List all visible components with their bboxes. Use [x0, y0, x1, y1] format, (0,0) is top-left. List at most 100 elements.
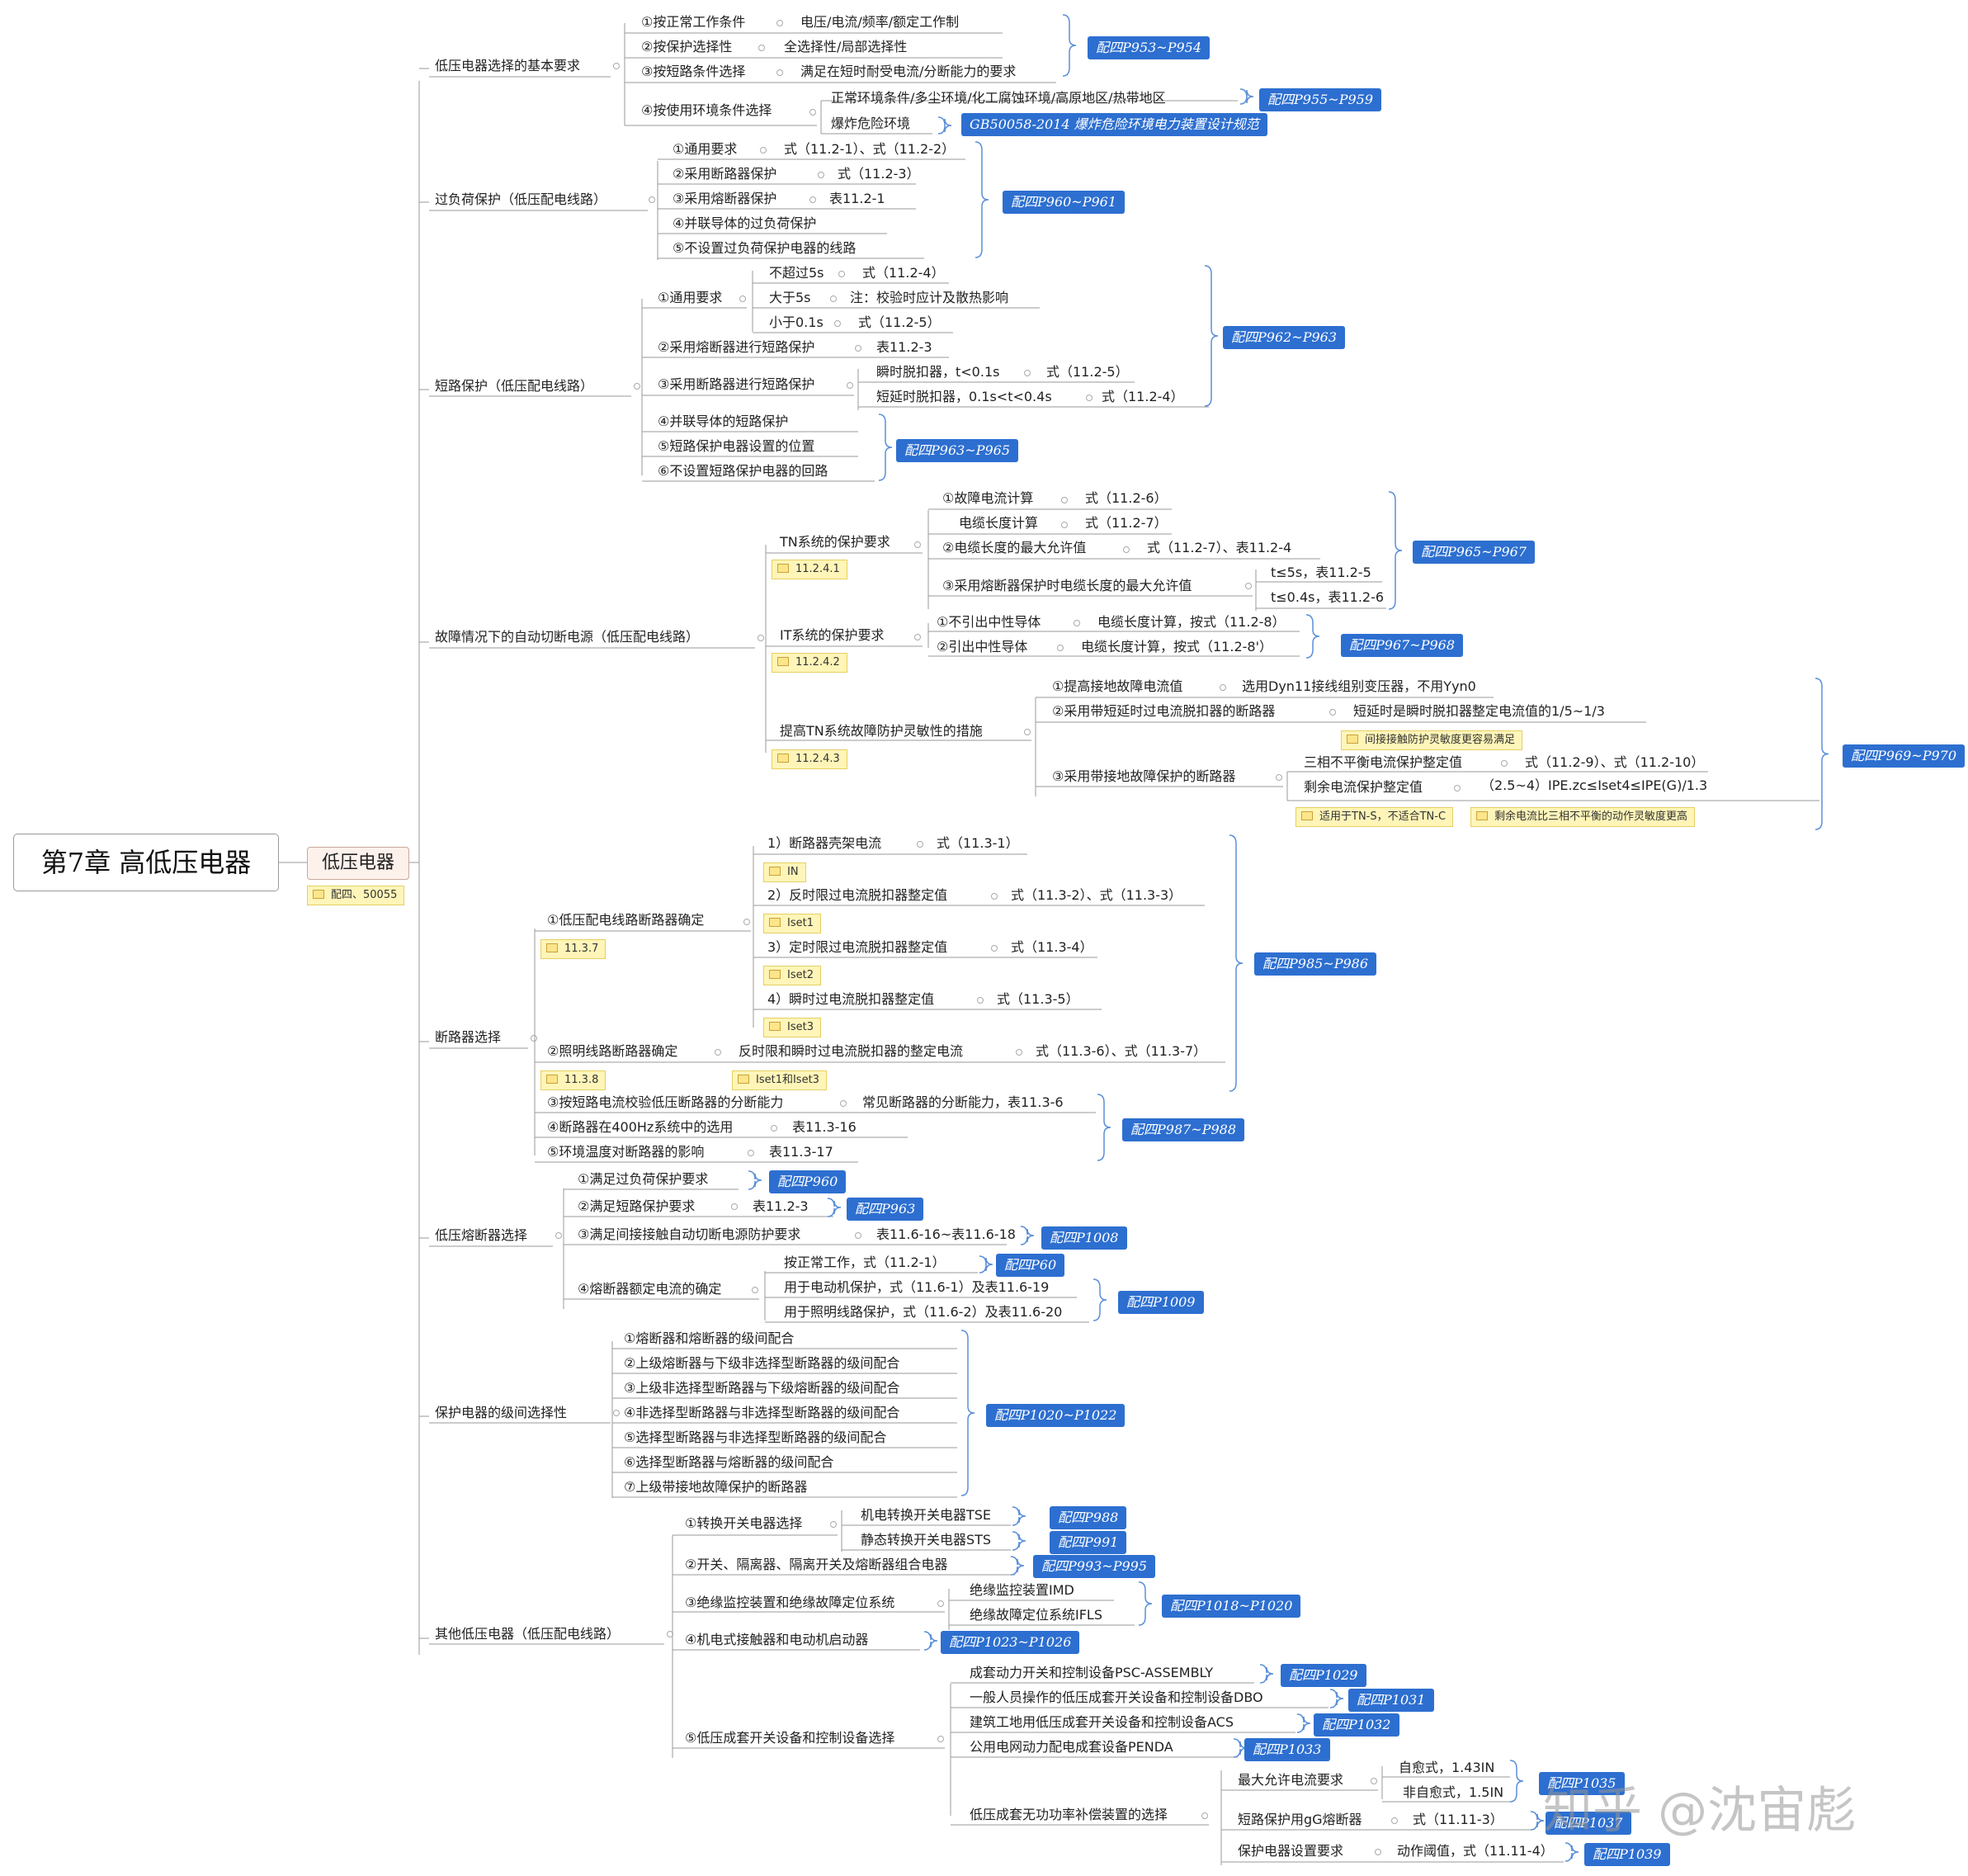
collapse-toggle[interactable]	[1501, 760, 1508, 767]
collapse-toggle[interactable]	[847, 382, 853, 389]
node-label[interactable]: 保护电器设置要求	[1238, 1843, 1344, 1859]
collapse-toggle[interactable]	[776, 69, 783, 76]
collapse-toggle[interactable]	[1086, 395, 1093, 401]
collapse-toggle[interactable]	[555, 1232, 562, 1239]
reference-tag[interactable]: 配四P1008	[1041, 1226, 1127, 1250]
node-label[interactable]: 机电转换开关电器TSE	[861, 1507, 992, 1523]
collapse-toggle[interactable]	[667, 1631, 673, 1637]
collapse-toggle[interactable]	[914, 541, 921, 548]
node-label[interactable]: ①通用要求	[673, 141, 738, 157]
collapse-toggle[interactable]	[855, 1232, 861, 1239]
node-label[interactable]: 式（11.2-4）	[862, 265, 945, 281]
node-label[interactable]: ⑤低压成套开关设备和控制设备选择	[685, 1730, 895, 1746]
node-label[interactable]: ③采用熔断器保护时电缆长度的最大允许值	[942, 578, 1192, 593]
node-label[interactable]: 表11.3-16	[792, 1119, 857, 1135]
node-label[interactable]: ①低压配电线路断路器确定	[547, 912, 705, 928]
node-label[interactable]: ①不引出中性导体	[937, 614, 1041, 630]
collapse-toggle[interactable]	[1057, 645, 1064, 651]
node-label[interactable]: 动作阈值，式（11.11-4）	[1397, 1843, 1554, 1859]
node-label[interactable]: ⑤不设置过负荷保护电器的线路	[673, 240, 857, 256]
collapse-toggle[interactable]	[731, 1203, 738, 1210]
node-label[interactable]: 式（11.3-1）	[937, 835, 1019, 851]
node-label[interactable]: 一般人员操作的低压成套开关设备和控制设备DBO	[970, 1689, 1263, 1705]
reference-tag[interactable]: 配四P988	[1050, 1506, 1127, 1529]
reference-tag[interactable]: 配四P985~P986	[1254, 952, 1377, 976]
collapse-toggle[interactable]	[838, 271, 845, 277]
node-label[interactable]: ③绝缘监控装置和绝缘故障定位系统	[685, 1595, 895, 1610]
node-label[interactable]: 式（11.2-3）	[838, 166, 920, 182]
node-label[interactable]: 瞬时脱扣器，t<0.1s	[876, 364, 1000, 380]
node-label[interactable]: 式（11.2-9）、式（11.2-10）	[1525, 754, 1705, 770]
node-label[interactable]: ①提高接地故障电流值	[1052, 678, 1183, 694]
node-label[interactable]: 表11.2-3	[753, 1198, 809, 1214]
node-label[interactable]: 其他低压电器（低压配电线路）	[435, 1626, 621, 1642]
reference-tag[interactable]: 配四P991	[1050, 1531, 1127, 1554]
collapse-toggle[interactable]	[917, 841, 923, 848]
node-label[interactable]: 式（11.3-6）、式（11.3-7）	[1036, 1043, 1207, 1059]
node-label[interactable]: t≤0.4s，表11.2-6	[1271, 589, 1385, 605]
collapse-toggle[interactable]	[1061, 497, 1068, 503]
reference-tag[interactable]: 配四P963	[847, 1198, 924, 1221]
node-label[interactable]: 成套动力开关和控制设备PSC-ASSEMBLY	[970, 1665, 1214, 1680]
node-label[interactable]: 故障情况下的自动切断电源（低压配电线路）	[435, 629, 700, 645]
node-label[interactable]: 大于5s	[769, 290, 811, 305]
node-label[interactable]: 绝缘故障定位系统IFLS	[970, 1607, 1102, 1623]
node-label[interactable]: 短路保护用gG熔断器	[1238, 1812, 1362, 1827]
node-label[interactable]: ②采用断路器保护	[673, 166, 777, 182]
node-label[interactable]: ②采用熔断器进行短路保护	[658, 339, 815, 355]
node-label[interactable]: 爆炸危险环境	[831, 116, 911, 131]
node-label[interactable]: （2.5~4）IPE.zc≤Iset4≤IPE(G)/1.3	[1481, 777, 1708, 793]
collapse-toggle[interactable]	[1276, 774, 1282, 781]
node-label[interactable]: 注：校验时应计及散热影响	[850, 290, 1009, 305]
node-label[interactable]: 自愈式，1.43IN	[1399, 1760, 1495, 1775]
reference-tag[interactable]: 配四P1031	[1348, 1689, 1434, 1712]
node-label[interactable]: 低压电器选择的基本要求	[435, 58, 581, 73]
collapse-toggle[interactable]	[757, 635, 764, 641]
main-topic-node[interactable]: 低压电器	[307, 847, 409, 880]
collapse-toggle[interactable]	[1371, 1778, 1377, 1784]
node-label[interactable]: 式（11.2-1）、式（11.2-2）	[784, 141, 956, 157]
node-label[interactable]: 电压/电流/频率/额定工作制	[800, 14, 960, 30]
node-label[interactable]: 表11.2-3	[876, 339, 932, 355]
collapse-toggle[interactable]	[1016, 1049, 1022, 1056]
reference-tag[interactable]: 配四P60	[996, 1254, 1065, 1277]
node-label[interactable]: 绝缘监控装置IMD	[970, 1582, 1074, 1598]
collapse-toggle[interactable]	[1391, 1817, 1398, 1824]
collapse-toggle[interactable]	[830, 1521, 837, 1528]
node-label[interactable]: 公用电网动力配电成套设备PENDA	[970, 1739, 1173, 1755]
node-label[interactable]: 短路保护（低压配电线路）	[435, 378, 594, 394]
node-label[interactable]: 3）定时限过电流脱扣器整定值	[767, 939, 948, 955]
node-label[interactable]: 电缆长度计算	[959, 515, 1039, 531]
node-label[interactable]: ④非选择型断路器与非选择型断路器的级间配合	[624, 1405, 900, 1420]
node-label[interactable]: 式（11.2-5）	[1046, 364, 1129, 380]
reference-tag[interactable]: 配四P1023~P1026	[941, 1631, 1080, 1654]
collapse-toggle[interactable]	[855, 345, 861, 352]
node-label[interactable]: ⑦上级带接地故障保护的断路器	[624, 1479, 808, 1495]
collapse-toggle[interactable]	[834, 320, 841, 327]
node-label[interactable]: 正常环境条件/多尘环境/化工腐蚀环境/高原地区/热带地区	[831, 90, 1166, 106]
node-label[interactable]: ③采用断路器进行短路保护	[658, 376, 815, 392]
reference-tag[interactable]: 配四P960~P961	[1003, 191, 1126, 214]
collapse-toggle[interactable]	[1220, 684, 1226, 691]
collapse-toggle[interactable]	[649, 196, 655, 203]
collapse-toggle[interactable]	[1245, 583, 1252, 589]
collapse-toggle[interactable]	[937, 1736, 944, 1742]
node-label[interactable]: 按正常工作，式（11.2-1）	[784, 1255, 946, 1270]
node-label[interactable]: ②照明线路断路器确定	[547, 1043, 678, 1059]
collapse-toggle[interactable]	[1375, 1849, 1381, 1855]
reference-tag[interactable]: 配四P953~P954	[1088, 36, 1211, 59]
node-label[interactable]: 选用Dyn11接线组别变压器，不用Yyn0	[1242, 678, 1476, 694]
node-label[interactable]: ①满足过负荷保护要求	[578, 1171, 709, 1187]
collapse-toggle[interactable]	[613, 63, 620, 69]
collapse-toggle[interactable]	[1454, 785, 1461, 792]
node-label[interactable]: 1）断路器壳架电流	[767, 835, 882, 851]
node-label[interactable]: 低压成套无功功率补偿装置的选择	[970, 1807, 1168, 1822]
node-label[interactable]: ③采用熔断器保护	[673, 191, 777, 206]
node-label[interactable]: 式（11.3-4）	[1011, 939, 1093, 955]
node-label[interactable]: 不超过5s	[769, 265, 824, 281]
node-label[interactable]: 剩余电流保护整定值	[1304, 779, 1423, 795]
collapse-toggle[interactable]	[809, 109, 816, 116]
collapse-toggle[interactable]	[840, 1100, 847, 1107]
reference-tag[interactable]: 配四P965~P967	[1413, 541, 1536, 564]
node-label[interactable]: 用于电动机保护，式（11.6-1）及表11.6-19	[784, 1279, 1050, 1295]
